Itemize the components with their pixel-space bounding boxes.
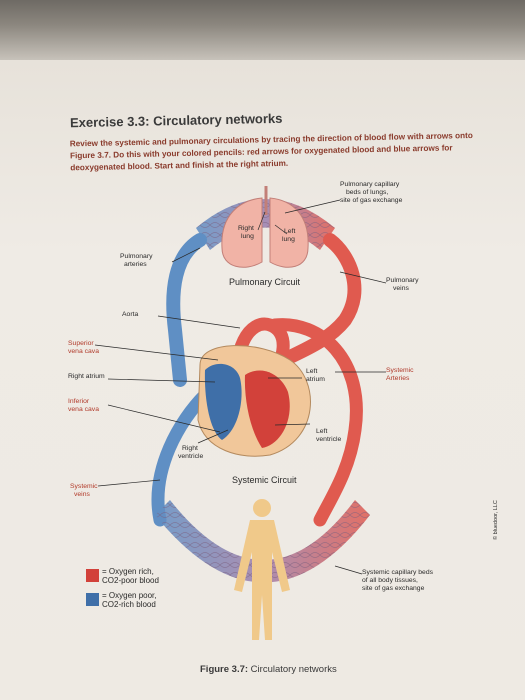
label-pulmonary-arteries: Pulmonary xyxy=(120,253,153,260)
legend-oxygen-rich-swatch xyxy=(86,569,99,582)
label-left-atrium-2: atrium xyxy=(306,376,325,383)
systemic-vein-vessel xyxy=(151,388,212,527)
legend-oxygen-poor-swatch xyxy=(86,593,99,606)
figure-caption-text: Circulatory networks xyxy=(248,664,337,675)
label-systemic-capillary-3: site of gas exchange xyxy=(362,585,425,592)
label-pulmonary-capillary-2: beds of lungs, xyxy=(346,189,388,196)
label-systemic-veins-2: veins xyxy=(74,491,90,498)
label-left-lung-2: lung xyxy=(282,236,295,243)
legend-oxygen-poor-line2: CO2-rich blood xyxy=(102,600,156,609)
label-superior-vena-cava: Superior xyxy=(68,340,94,347)
legend-oxygen-rich-line1: = Oxygen rich, xyxy=(102,567,154,576)
label-left-atrium: Left xyxy=(306,368,317,375)
human-body-figure xyxy=(234,499,290,640)
label-pulmonary-circuit: Pulmonary Circuit xyxy=(229,277,301,287)
label-right-ventricle: Right xyxy=(182,445,198,452)
label-pulmonary-capillary-3: site of gas exchange xyxy=(340,197,403,204)
label-inferior-vena-cava-2: vena cava xyxy=(68,406,99,413)
label-right-lung: Right xyxy=(238,225,254,232)
lungs xyxy=(221,186,309,268)
figure-caption: Figure 3.7: Circulatory networks xyxy=(200,664,337,675)
label-pulmonary-arteries-2: arteries xyxy=(124,261,147,268)
label-aorta: Aorta xyxy=(122,311,138,318)
systemic-arteries-vessel xyxy=(268,318,363,527)
pulmonary-vein-vessel xyxy=(268,233,362,372)
label-left-ventricle-2: ventricle xyxy=(316,436,342,443)
label-left-lung: Left xyxy=(284,228,295,235)
legend-oxygen-rich: = Oxygen rich, CO2-poor blood xyxy=(102,567,159,585)
label-right-lung-2: lung xyxy=(241,233,254,240)
label-right-atrium: Right atrium xyxy=(68,373,105,380)
label-pulmonary-capillary: Pulmonary capillary xyxy=(340,181,400,188)
label-pulmonary-veins-2: veins xyxy=(393,285,409,292)
label-pulmonary-veins: Pulmonary xyxy=(386,277,419,284)
label-systemic-capillary: Systemic capillary beds xyxy=(362,569,434,576)
pulmonary-artery-vessel xyxy=(166,233,207,387)
copyright-notice: © bluedoor, LLC xyxy=(492,500,499,540)
label-systemic-arteries: Systemic xyxy=(386,367,414,374)
legend-oxygen-poor: = Oxygen poor, CO2-rich blood xyxy=(102,591,156,609)
label-systemic-circuit: Systemic Circuit xyxy=(232,475,297,485)
label-inferior-vena-cava: Inferior xyxy=(68,398,90,405)
legend-oxygen-rich-line2: CO2-poor blood xyxy=(102,576,159,585)
heart xyxy=(197,345,311,457)
figure-caption-label: Figure 3.7: xyxy=(200,664,249,675)
label-systemic-veins: Systemic xyxy=(70,483,98,490)
label-left-ventricle: Left xyxy=(316,428,327,435)
label-right-ventricle-2: ventricle xyxy=(178,453,204,460)
label-systemic-capillary-2: of all body tissues, xyxy=(362,577,418,584)
label-superior-vena-cava-2: vena cava xyxy=(68,348,99,355)
label-systemic-arteries-2: Arteries xyxy=(386,375,410,382)
legend-oxygen-poor-line1: = Oxygen poor, xyxy=(102,591,157,600)
